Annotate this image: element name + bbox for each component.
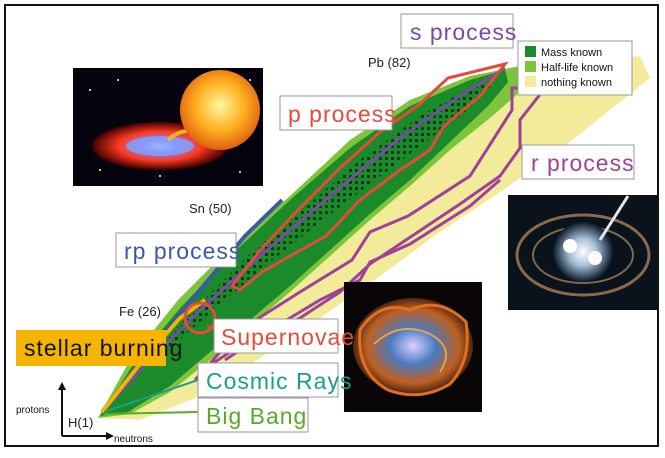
h-marker: H(1) bbox=[68, 415, 93, 430]
frame-border bbox=[4, 4, 659, 447]
svg-text:Supernovae: Supernovae bbox=[221, 324, 355, 350]
axes: protons neutrons bbox=[16, 382, 153, 445]
fe-marker: Fe (26) bbox=[119, 304, 161, 319]
x-axis-arrowhead bbox=[106, 432, 114, 440]
p-process-loop bbox=[229, 61, 509, 292]
svg-text:stellar burning: stellar burning bbox=[24, 335, 183, 361]
supernova-remnant-image bbox=[344, 282, 482, 412]
legend-label-unknown: nothing known bbox=[541, 77, 612, 89]
y-axis-arrowhead bbox=[58, 382, 66, 390]
legend-swatch-unknown bbox=[525, 76, 536, 87]
y-axis-label: protons bbox=[16, 405, 49, 416]
stellar-burning-label: stellar burning bbox=[16, 330, 183, 366]
svg-text:s process: s process bbox=[410, 19, 517, 45]
supernovae-label: Supernovae bbox=[213, 318, 355, 354]
legend-label-half-life: Half-life known bbox=[541, 62, 613, 74]
supernovae-marker-ring bbox=[183, 301, 217, 335]
legend: Mass known Half-life known nothing known bbox=[517, 40, 633, 96]
big-bang-connector bbox=[103, 411, 199, 415]
neutron-star-merger-image bbox=[508, 195, 658, 310]
rp-process-label: rp process bbox=[115, 232, 241, 268]
svg-text:Big Bang: Big Bang bbox=[206, 403, 307, 429]
legend-swatch-mass bbox=[525, 46, 536, 57]
x-axis-label: neutrons bbox=[114, 434, 153, 445]
legend-swatch-half-life bbox=[525, 61, 536, 72]
p-process-label: p process bbox=[279, 95, 397, 131]
legend-box bbox=[517, 40, 633, 96]
cosmic-rays-connector bbox=[103, 379, 199, 413]
svg-text:Cosmic Rays: Cosmic Rays bbox=[206, 368, 352, 394]
svg-text:rp process: rp process bbox=[124, 238, 241, 264]
s-process-label: s process bbox=[400, 13, 517, 49]
sn-marker: Sn (50) bbox=[189, 201, 232, 216]
legend-label-mass: Mass known bbox=[541, 47, 602, 59]
r-process-band bbox=[193, 86, 549, 382]
svg-text:p process: p process bbox=[288, 101, 397, 127]
r-process-label: r process bbox=[521, 144, 635, 180]
binary-star-image bbox=[73, 68, 263, 186]
big-bang-label: Big Bang bbox=[197, 397, 309, 433]
pb-marker: Pb (82) bbox=[368, 55, 411, 70]
svg-text:r process: r process bbox=[531, 150, 635, 176]
cosmic-rays-label: Cosmic Rays bbox=[197, 362, 352, 398]
